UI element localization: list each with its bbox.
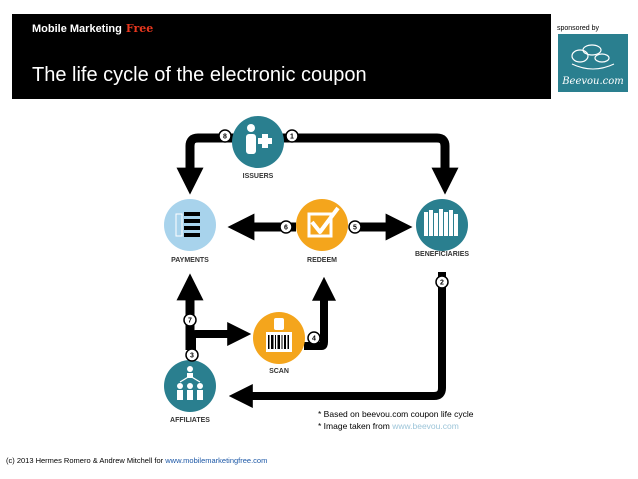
- step-badge-2: 2: [435, 275, 449, 289]
- beneficiaries-label: BENEFICIARIES: [415, 251, 469, 258]
- svg-text:1: 1: [290, 134, 294, 141]
- affiliates-node: AFFILIATES: [164, 360, 216, 424]
- footer-link[interactable]: www.mobilemarketingfree.com: [165, 456, 268, 465]
- step-badge-5: 5: [348, 220, 362, 234]
- issuers-label: ISSUERS: [243, 173, 274, 180]
- image-credit-note: * Image taken from www.beevou.com: [318, 421, 459, 431]
- scan-node: SCAN: [253, 312, 305, 375]
- issuers-node: ISSUERS: [232, 116, 284, 180]
- sponsor-label: sponsored by: [557, 25, 600, 32]
- issuers-icon: [246, 124, 272, 154]
- barcode-scanner-icon: [266, 318, 292, 352]
- crowd-icon: [424, 209, 458, 236]
- sponsor-logo-text: Beevou.com: [561, 76, 624, 87]
- step-badge-6: 6: [279, 220, 293, 234]
- payments-node: PAYMENTS: [164, 199, 216, 264]
- copyright-text: (c) 2013 Hermes Romero & Andrew Mitchell…: [6, 456, 164, 465]
- beneficiaries-node: BENEFICIARIES: [415, 199, 469, 258]
- redeem-label: REDEEM: [307, 257, 337, 264]
- source-note: * Based on beevou.com coupon life cycle: [318, 409, 474, 419]
- copyright-footer: (c) 2013 Hermes Romero & Andrew Mitchell…: [6, 456, 267, 465]
- step-badge-7: 7: [183, 313, 197, 327]
- svg-text:3: 3: [190, 353, 194, 360]
- sponsor-logo: Beevou.com: [558, 34, 628, 92]
- arrow-beneficiaries-to-affiliates: [228, 272, 446, 408]
- arrow-scan-to-redeem: [304, 276, 336, 350]
- arrow-affiliates-to-scan: [188, 322, 252, 352]
- people-network-icon: [177, 366, 203, 400]
- step-badge-8: 8: [218, 129, 232, 143]
- slide-title: The life cycle of the electronic coupon: [32, 64, 367, 86]
- affiliates-label: AFFILIATES: [170, 417, 210, 424]
- arrow-issuers-to-beneficiaries: [278, 133, 459, 195]
- checkbox-icon: [307, 206, 340, 238]
- beevou-link[interactable]: www.beevou.com: [392, 421, 459, 431]
- svg-text:7: 7: [188, 318, 192, 325]
- svg-text:2: 2: [440, 280, 444, 287]
- step-badge-4: 4: [307, 331, 321, 345]
- svg-text:4: 4: [312, 336, 316, 343]
- svg-text:6: 6: [284, 225, 288, 232]
- brand-prefix: Mobile Marketing: [32, 23, 122, 35]
- step-badge-1: 1: [285, 129, 299, 143]
- svg-text:5: 5: [353, 225, 357, 232]
- arrow-issuers-to-payments: [176, 133, 238, 195]
- brand-suffix: Free: [125, 22, 154, 35]
- scan-label: SCAN: [269, 368, 289, 375]
- step-badge-3: 3: [185, 348, 199, 362]
- redeem-node: REDEEM: [296, 199, 348, 264]
- image-credit-prefix: * Image taken from: [318, 421, 390, 431]
- payments-icon: [175, 212, 200, 237]
- svg-text:8: 8: [223, 134, 227, 141]
- payments-label: PAYMENTS: [171, 257, 209, 264]
